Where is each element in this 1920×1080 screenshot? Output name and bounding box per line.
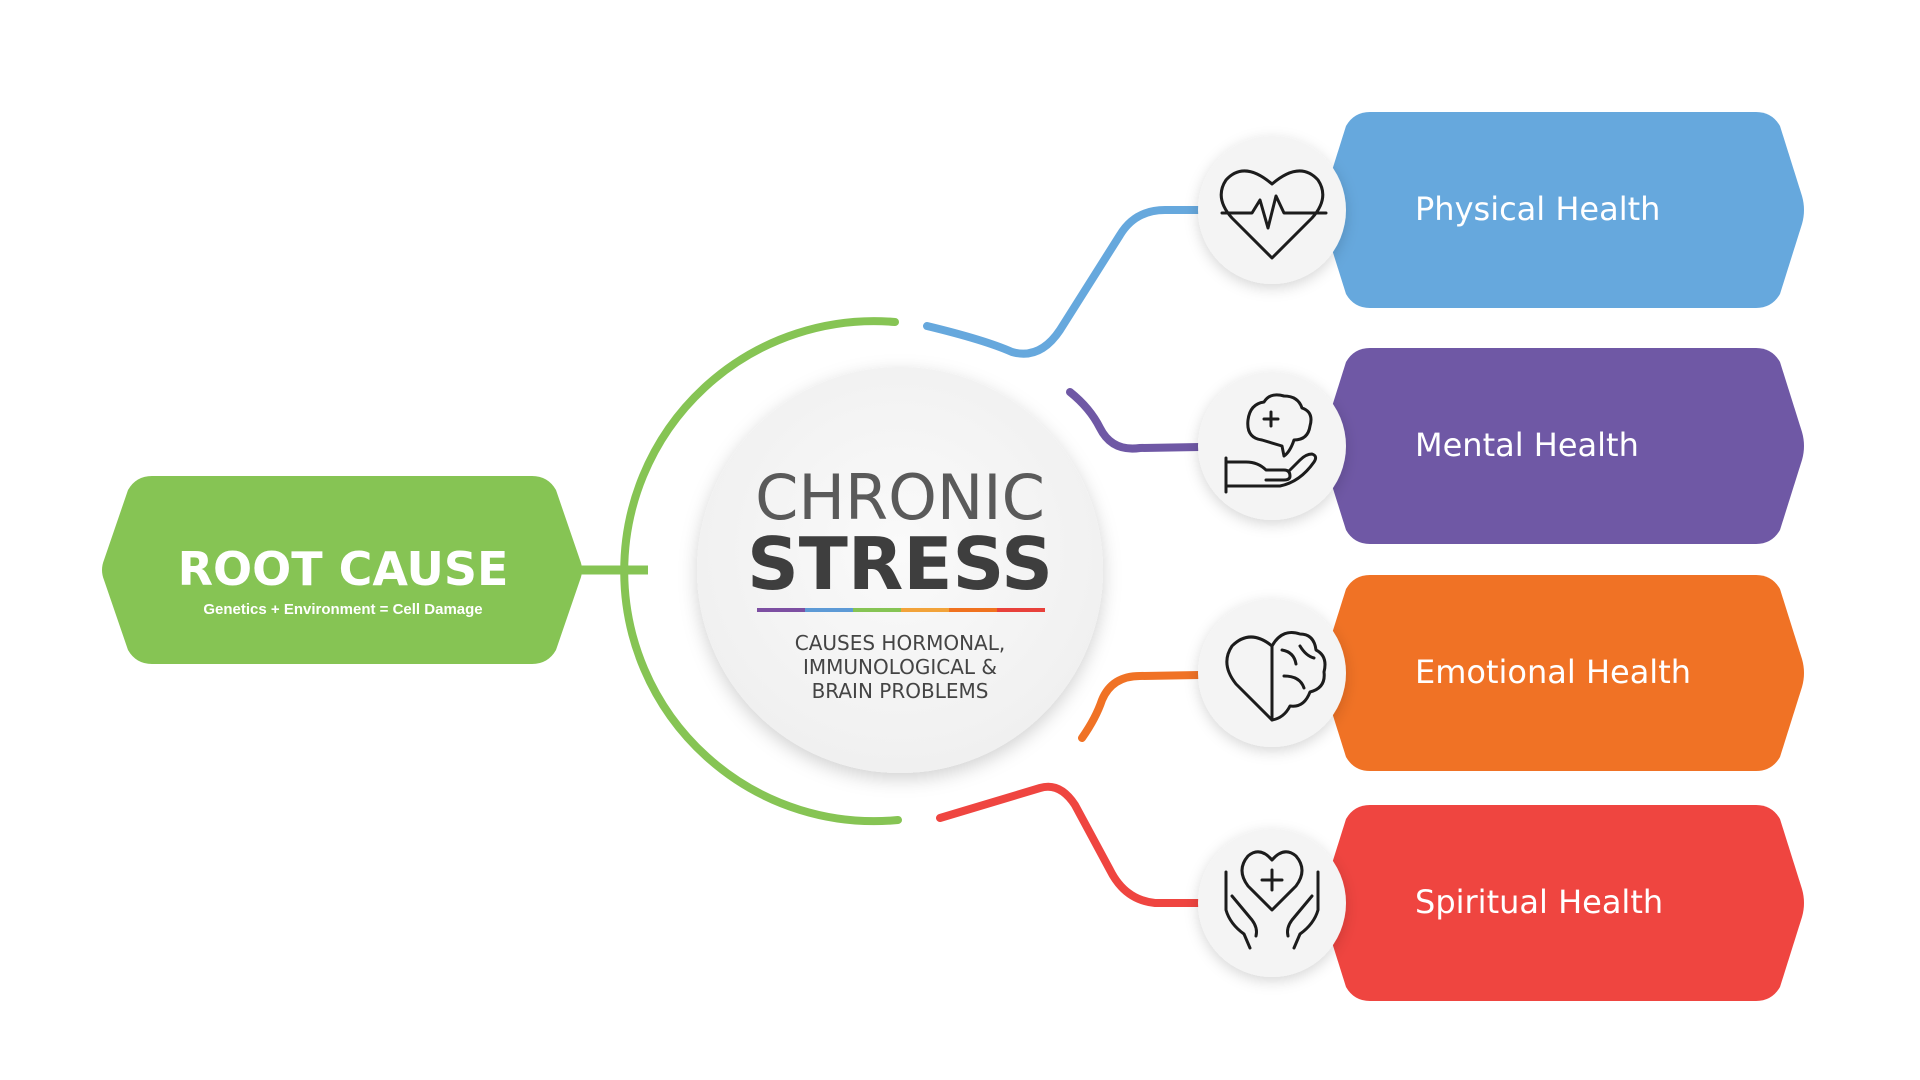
connector-emotional — [1078, 671, 1204, 742]
outcome-label-physical: Physical Health — [1415, 190, 1660, 228]
heartbeat-icon — [1219, 169, 1328, 260]
root-cause-subtitle: Genetics + Environment = Cell Damage — [203, 601, 482, 618]
connector-physical — [923, 206, 1204, 358]
center-desc-line1: CAUSES HORMONAL, — [795, 631, 1006, 655]
outer-arc — [620, 317, 902, 826]
rainbow-segment — [949, 608, 997, 612]
center-circle: CHRONIC STRESS CAUSES HORMONAL, IMMUNOLO… — [697, 367, 1103, 773]
rainbow-divider — [757, 608, 1045, 612]
outcome-label-mental: Mental Health — [1415, 426, 1639, 464]
connector-mental — [1066, 388, 1204, 453]
outcome-mental-health: Mental Health — [1322, 348, 1804, 544]
icon-circle-mental — [1198, 372, 1346, 520]
center-title-line2: STRESS — [747, 522, 1053, 606]
rainbow-segment — [997, 608, 1045, 612]
center-desc-line3: BRAIN PROBLEMS — [812, 679, 989, 703]
rainbow-segment — [757, 608, 805, 612]
rainbow-segment — [853, 608, 901, 612]
heart-brain-icon — [1225, 631, 1327, 722]
outcome-spiritual-health: Spiritual Health — [1322, 805, 1804, 1001]
icon-circle-spiritual — [1198, 829, 1346, 977]
root-cause-box: ROOT CAUSE Genetics + Environment = Cell… — [102, 476, 582, 664]
rainbow-segment — [805, 608, 853, 612]
center-title-line1: CHRONIC — [755, 461, 1045, 534]
outcome-emotional-health: Emotional Health — [1322, 575, 1804, 771]
root-cause-title: ROOT CAUSE — [178, 542, 509, 596]
hands-heart-plus-icon — [1224, 850, 1320, 950]
icon-circle-emotional — [1198, 599, 1346, 747]
icon-circle-physical — [1198, 136, 1346, 284]
outcome-label-spiritual: Spiritual Health — [1415, 883, 1663, 921]
outcome-physical-health: Physical Health — [1322, 112, 1804, 308]
connector-spiritual — [936, 782, 1204, 907]
outcome-label-emotional: Emotional Health — [1415, 653, 1691, 691]
center-desc-line2: IMMUNOLOGICAL & — [803, 655, 997, 679]
brain-in-hand-icon — [1224, 393, 1318, 494]
rainbow-segment — [901, 608, 949, 612]
